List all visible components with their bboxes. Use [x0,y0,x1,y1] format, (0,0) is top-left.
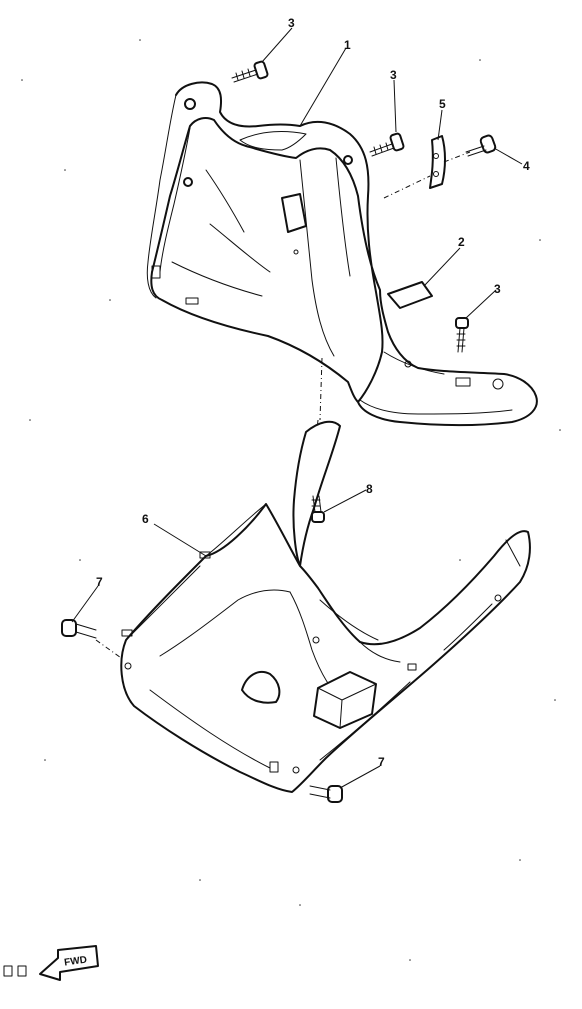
part-screw-top [231,60,269,83]
leader-lines [71,27,523,789]
part-screw-middle [369,132,405,157]
background-specks [21,39,561,961]
fwd-arrow-icon: FWD [3,945,99,981]
callout-3-middle: 3 [390,68,397,82]
part-bracket [429,135,446,189]
callout-2: 2 [458,235,465,249]
part-screw-right [465,134,497,157]
part-pad [387,281,433,309]
callout-7-left: 7 [96,575,103,589]
callout-3-lower: 3 [494,282,501,296]
callout-8: 8 [366,482,373,496]
callout-3-top: 3 [288,16,295,30]
callout-6: 6 [142,512,149,526]
part-under-cover [120,420,531,793]
part-screw-lower [455,317,469,353]
part-bolt-right [309,785,343,803]
fwd-label: FWD [64,955,88,969]
part-bolt-left [61,619,97,639]
callouts: 3 1 3 5 4 2 3 8 6 7 7 [96,16,530,769]
callout-1: 1 [344,38,351,52]
callout-4: 4 [523,159,530,173]
part-leg-shield [146,81,538,426]
callout-5: 5 [439,97,446,111]
part-screw-under [311,495,325,523]
callout-7-right: 7 [378,755,385,769]
